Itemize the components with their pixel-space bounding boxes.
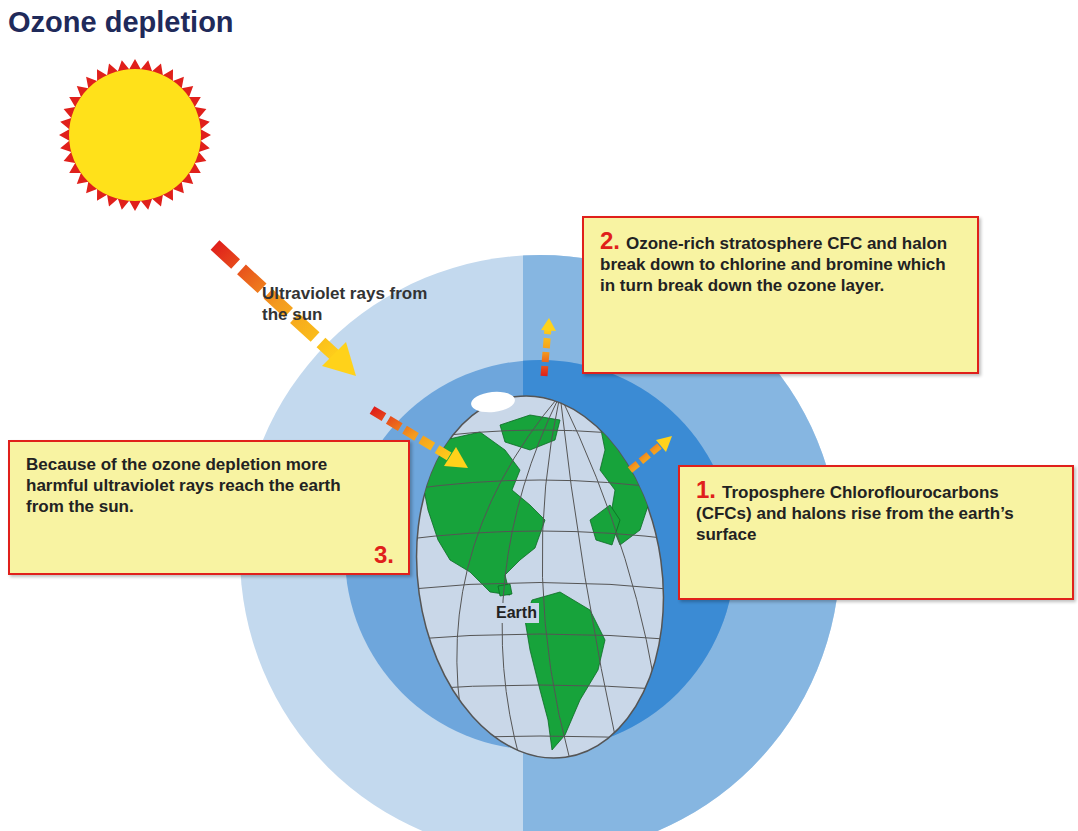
callout-number: 1. (696, 476, 716, 503)
callout-text: Because of the ozone depletion more harm… (26, 454, 392, 517)
earth-globe (394, 380, 686, 790)
callout-text: Troposphere Chloroflourocarbons (CFCs) a… (696, 483, 1014, 544)
sun (59, 59, 211, 211)
callout-text: Ozone-rich stratosphere CFC and halon br… (600, 234, 947, 295)
ray-label: Ultraviolet rays from the sun (262, 283, 432, 325)
callout-box: 1.Troposphere Chloroflourocarbons (CFCs)… (678, 465, 1074, 600)
rising-gas-arrow (541, 318, 556, 376)
rising-gas-arrow (630, 436, 672, 470)
diagram-title: Ozone depletion (8, 6, 234, 39)
callout-number: 2. (600, 227, 620, 254)
callout-box: 2.Ozone-rich stratosphere CFC and halon … (582, 216, 979, 374)
earth-label: Earth (494, 603, 539, 623)
callout-box: Because of the ozone depletion more harm… (8, 440, 410, 575)
callout-number: 3. (374, 544, 394, 565)
